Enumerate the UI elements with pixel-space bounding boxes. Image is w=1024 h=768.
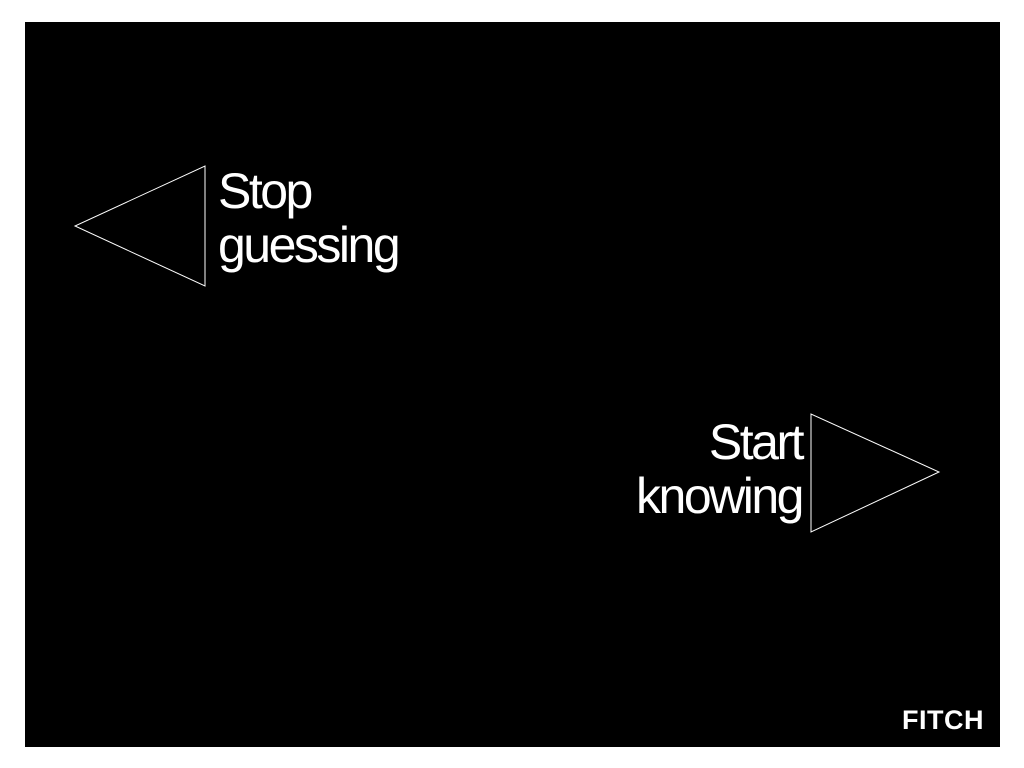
start-headline-line2: knowing xyxy=(636,468,804,524)
slide-canvas: Stop guessing Start knowing FITCH xyxy=(25,22,1000,747)
right-arrow-icon xyxy=(810,413,941,533)
stop-headline-line2: guessing xyxy=(218,217,401,273)
start-knowing-headline: Start knowing xyxy=(636,414,805,524)
start-headline-line1: Start xyxy=(708,414,805,470)
stop-headline-line1: Stop xyxy=(218,163,313,219)
left-arrow-icon xyxy=(73,165,206,287)
fitch-logo: FITCH xyxy=(902,705,984,735)
stop-guessing-headline: Stop guessing xyxy=(218,163,401,273)
